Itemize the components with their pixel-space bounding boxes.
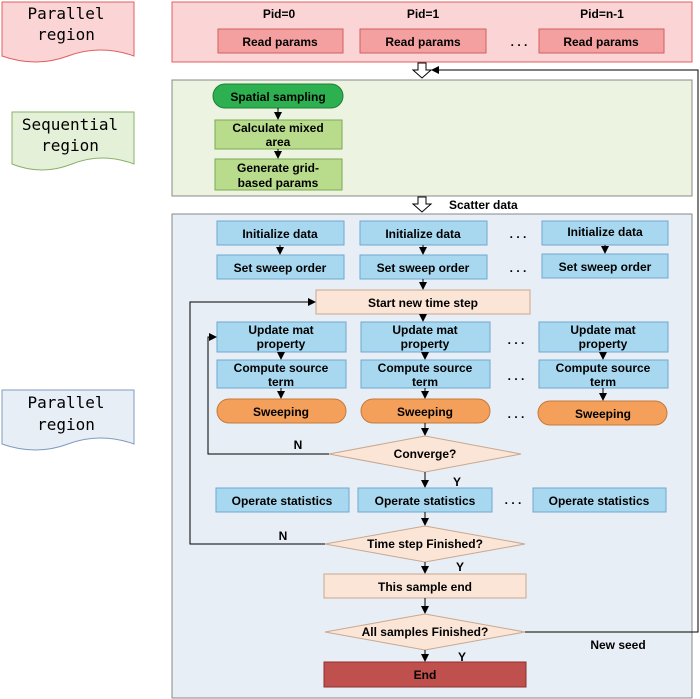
hollow-arrow-icon (411, 62, 433, 79)
this-sample-end-box: This sample end (323, 573, 527, 599)
compute-source-term-line2-n-1: term (590, 375, 616, 389)
initialize-data-label-n-1: Initialize data (567, 225, 643, 239)
sweeping-ellipsis: . . . (508, 407, 525, 421)
update-mat-property-line1-n-1: Update mat (570, 323, 635, 337)
scatter-data-label: Scatter data (449, 198, 518, 212)
sweeping-label-0: Sweeping (253, 405, 309, 419)
hollow-arrow-icon (411, 196, 433, 213)
converge-label: Converge? (394, 447, 457, 461)
read-params-box-0: Read params (217, 28, 344, 54)
initialize-data-label-0: Initialize data (242, 227, 318, 241)
region-label-parallel-top-line2: region (37, 25, 95, 44)
sweeping-node-0: Sweeping (216, 398, 347, 424)
compute-source-term-line1-1: Compute source (378, 361, 473, 375)
read-params-ellipsis: . . . (511, 35, 528, 49)
generate-grid-params-line1: Generate grid- (237, 161, 319, 175)
pid-label-n-1: Pid=n-1 (580, 7, 624, 21)
region-label-parallel-bottom: Parallel region (1, 389, 135, 451)
region-label-parallel-bottom-line2: region (37, 415, 95, 434)
new-seed-label: New seed (590, 638, 645, 652)
read-params-box-1: Read params (359, 28, 487, 54)
operate-statistics-box-n-1: Operate statistics (532, 487, 667, 513)
calculate-mixed-area-line2: area (266, 135, 291, 149)
update-mat-property-line1-0: Update mat (248, 323, 313, 337)
sweeping-label-1: Sweeping (397, 405, 453, 419)
generate-grid-params-line2: based params (238, 176, 319, 190)
all-samples-finished-decision: All samples Finished? (324, 613, 526, 651)
update-mat-property-box-1: Update mat property (360, 321, 491, 353)
end-box: End (323, 661, 527, 688)
set-sweep-order-label-0: Set sweep order (234, 261, 327, 275)
initialize-ellipsis: . . . (510, 227, 527, 241)
set-sweep-order-label-1: Set sweep order (377, 261, 470, 275)
region-label-parallel-top: Parallel region (1, 1, 135, 63)
region-label-sequential: Sequential region (11, 111, 135, 171)
time-step-no-label: N (279, 529, 288, 543)
compute-source-term-box-1: Compute source term (360, 359, 491, 389)
sweeping-label-n-1: Sweeping (575, 407, 631, 421)
sweep-order-ellipsis: . . . (510, 261, 527, 275)
region-label-sequential-line1: Sequential (22, 115, 118, 134)
start-new-time-step-box: Start new time step (315, 289, 531, 315)
operate-statistics-box-0: Operate statistics (215, 487, 350, 513)
read-params-label-1: Read params (385, 35, 461, 49)
compute-source-term-line1-n-1: Compute source (556, 361, 651, 375)
set-sweep-order-box-0: Set sweep order (216, 254, 345, 280)
operate-statistics-box-1: Operate statistics (357, 487, 493, 513)
initialize-data-label-1: Initialize data (385, 227, 461, 241)
update-mat-property-line1-1: Update mat (392, 323, 457, 337)
end-label: End (414, 668, 437, 682)
converge-no-label: N (294, 438, 303, 452)
compute-source-term-line2-0: term (268, 375, 294, 389)
read-params-label-n-1: Read params (563, 35, 639, 49)
operate-statistics-label-0: Operate statistics (232, 494, 333, 508)
update-mat-property-line2-1: property (401, 337, 450, 351)
this-sample-end-label: This sample end (378, 580, 472, 594)
statistics-ellipsis: . . . (505, 493, 522, 507)
time-step-yes-label: Y (456, 560, 464, 574)
operate-statistics-label-1: Operate statistics (375, 494, 476, 508)
all-samples-finished-label: All samples Finished? (362, 625, 489, 639)
converge-yes-label: Y (453, 475, 461, 489)
region-label-parallel-top-line1: Parallel (27, 4, 104, 23)
update-ellipsis: . . . (508, 333, 525, 347)
initialize-data-box-0: Initialize data (216, 220, 345, 246)
read-params-label-0: Read params (242, 35, 318, 49)
pid-label-1: Pid=1 (407, 7, 440, 21)
time-step-finished-label: Time step Finished? (367, 537, 483, 551)
spatial-sampling-node: Spatial sampling (212, 83, 344, 109)
compute-source-term-line2-1: term (412, 375, 438, 389)
update-mat-property-line2-n-1: property (579, 337, 628, 351)
sweeping-node-n-1: Sweeping (537, 400, 668, 426)
read-params-box-n-1: Read params (538, 28, 665, 54)
compute-source-term-box-0: Compute source term (216, 359, 347, 389)
start-new-time-step-label: Start new time step (368, 296, 478, 310)
compute-source-term-line1-0: Compute source (234, 361, 329, 375)
initialize-data-box-n-1: Initialize data (541, 220, 669, 246)
compute-source-term-box-n-1: Compute source term (538, 359, 669, 389)
calculate-mixed-area-box: Calculate mixed area (214, 119, 343, 150)
set-sweep-order-box-1: Set sweep order (359, 254, 488, 280)
pid-label-0: Pid=0 (263, 7, 296, 21)
all-finished-yes-label: Y (458, 650, 466, 664)
generate-grid-params-box: Generate grid- based params (214, 158, 343, 191)
update-mat-property-box-0: Update mat property (216, 321, 347, 353)
update-mat-property-line2-0: property (257, 337, 306, 351)
operate-statistics-label-n-1: Operate statistics (549, 494, 650, 508)
source-ellipsis: . . . (508, 369, 525, 383)
set-sweep-order-label-n-1: Set sweep order (559, 260, 652, 274)
region-label-parallel-bottom-line1: Parallel (27, 393, 104, 412)
region-label-sequential-line2: region (41, 136, 99, 155)
update-mat-property-box-n-1: Update mat property (538, 321, 669, 353)
sweeping-node-1: Sweeping (360, 398, 491, 424)
set-sweep-order-box-n-1: Set sweep order (541, 253, 669, 279)
initialize-data-box-1: Initialize data (359, 220, 488, 246)
calculate-mixed-area-line1: Calculate mixed (232, 121, 323, 135)
spatial-sampling-label: Spatial sampling (230, 90, 325, 104)
